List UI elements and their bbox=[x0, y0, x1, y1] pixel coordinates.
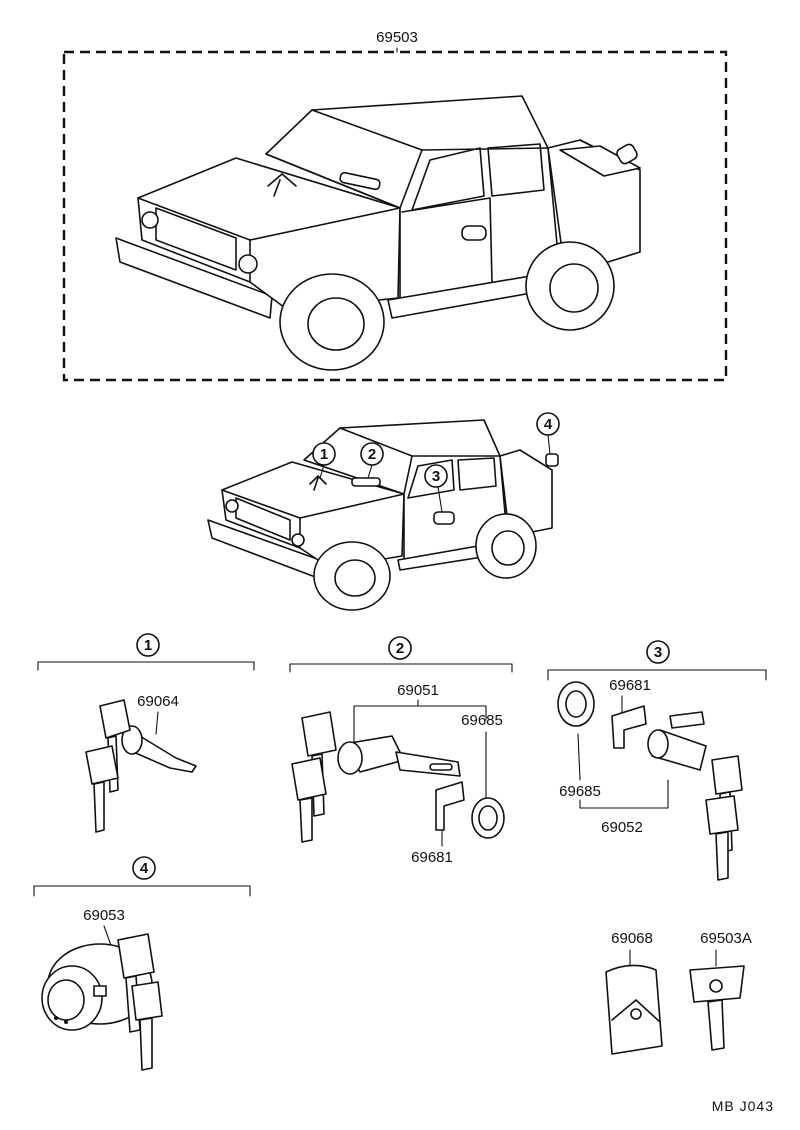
group-2: 2 69051 69685 69681 bbox=[289, 636, 513, 866]
group-4: 4 69053 bbox=[33, 856, 251, 1071]
label-69503: 69503 bbox=[376, 29, 418, 46]
assembly-69503: 69503 bbox=[62, 29, 728, 382]
label-69681-group2: 69681 bbox=[411, 849, 453, 866]
key-icon bbox=[705, 755, 743, 881]
locator-truck: 1 2 3 4 bbox=[207, 412, 560, 611]
locator-callout-1: 1 bbox=[312, 442, 336, 479]
label-69051: 69051 bbox=[397, 682, 439, 699]
part-69503A-key: 69503A bbox=[689, 930, 752, 1051]
label-69064: 69064 bbox=[137, 693, 179, 710]
key-icon bbox=[117, 933, 163, 1071]
key-icon bbox=[689, 965, 745, 1051]
diagram-code: MB J043 bbox=[711, 1098, 774, 1114]
svg-text:1: 1 bbox=[320, 446, 328, 463]
label-69503A: 69503A bbox=[700, 930, 752, 947]
group-3-callout: 3 bbox=[654, 644, 662, 661]
truck-large-illustration bbox=[115, 95, 641, 371]
svg-text:4: 4 bbox=[544, 416, 553, 433]
group-1-callout: 1 bbox=[144, 637, 152, 654]
label-69681-group3: 69681 bbox=[609, 677, 651, 694]
svg-text:2: 2 bbox=[368, 446, 376, 463]
label-69053: 69053 bbox=[83, 907, 125, 924]
part-69068-key-case: 69068 bbox=[605, 930, 663, 1055]
label-69685-group3: 69685 bbox=[559, 783, 601, 800]
locator-callout-2: 2 bbox=[360, 442, 384, 479]
assembly-dashed-frame bbox=[62, 50, 728, 382]
label-69068: 69068 bbox=[611, 930, 653, 947]
group-4-callout: 4 bbox=[140, 860, 149, 877]
group-3: 3 69681 69685 69052 bbox=[547, 640, 767, 881]
key-icon bbox=[291, 711, 337, 843]
key-icon bbox=[85, 699, 131, 833]
locator-callout-3: 3 bbox=[424, 464, 448, 513]
label-69685-group2: 69685 bbox=[461, 712, 503, 729]
group-1: 1 69064 bbox=[37, 633, 255, 833]
svg-text:3: 3 bbox=[432, 468, 440, 485]
group-2-callout: 2 bbox=[396, 640, 404, 657]
label-69052: 69052 bbox=[601, 819, 643, 836]
locator-callout-4: 4 bbox=[536, 412, 560, 455]
